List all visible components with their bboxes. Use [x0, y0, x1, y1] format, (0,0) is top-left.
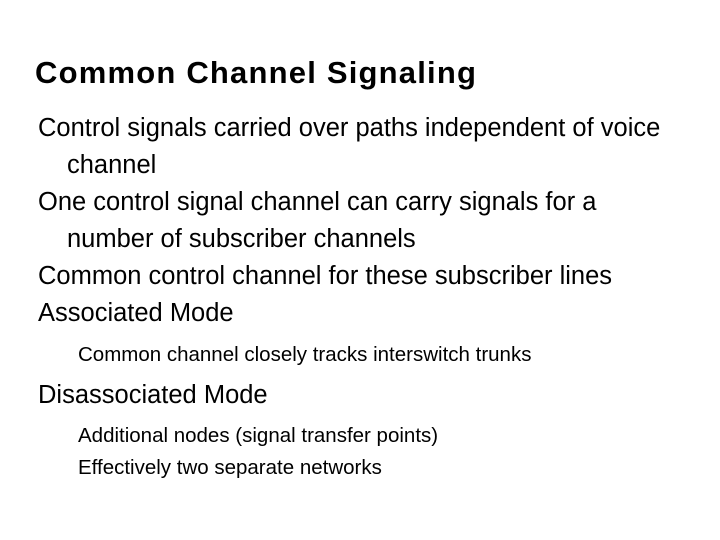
sub-bullet-item-3: Effectively two separate networks [78, 456, 382, 479]
sub-bullet-item-2: Additional nodes (signal transfer points… [78, 424, 439, 447]
slide-body: Control signals carried over paths indep… [38, 110, 686, 484]
bullet-item-4: Associated Mode [38, 299, 234, 327]
sub-bullet-item-1: Common channel closely tracks interswitc… [78, 343, 532, 366]
bullet-item-5: Disassociated Mode [38, 381, 268, 409]
page-title: Common Channel Signaling [35, 55, 478, 90]
bullet-item-2: One control signal channel can carry sig… [38, 188, 597, 253]
bullet-item-1: Control signals carried over paths indep… [38, 114, 661, 179]
bullet-item-3: Common control channel for these subscri… [38, 262, 613, 290]
